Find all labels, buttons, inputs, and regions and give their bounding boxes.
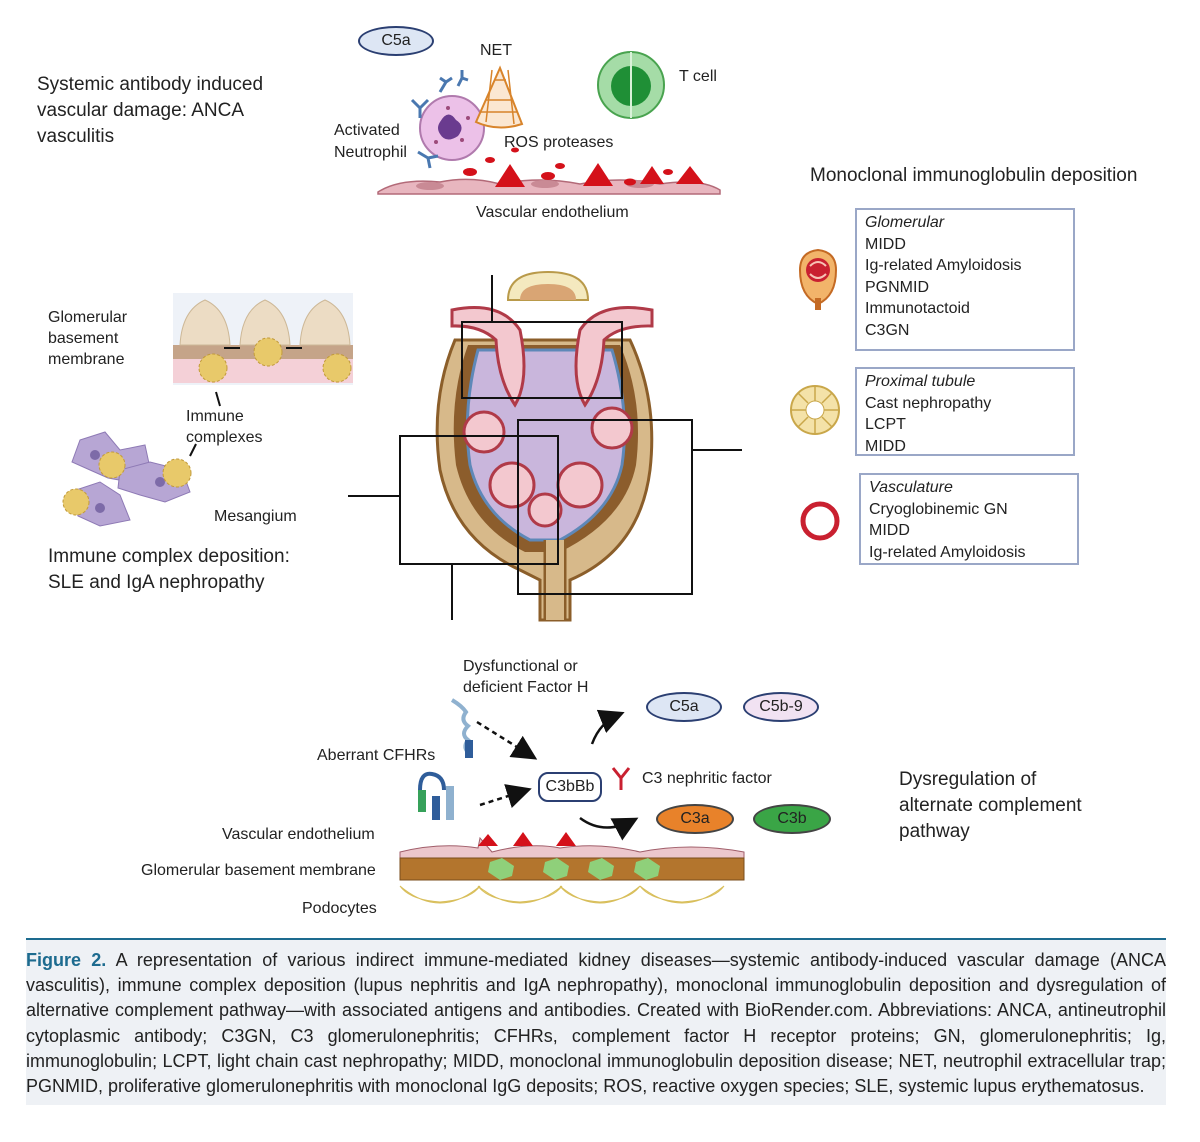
proximal-tubule-item: Cast nephropathy: [865, 394, 992, 412]
gbm-label-3: membrane: [48, 351, 125, 368]
immune-complexes-label-1: Immune: [186, 408, 244, 425]
proximal-tubule-header: Proximal tubule: [865, 373, 976, 390]
factor-h-label-2: deficient Factor H: [463, 679, 589, 696]
gbm-illustration: [173, 293, 353, 385]
caption-text: A representation of various indirect imm…: [26, 950, 1166, 1097]
ros-proteases-label: ROS proteases: [504, 134, 614, 151]
vascular-endothelium-label-top: Vascular endothelium: [476, 204, 629, 221]
gbm-label-bottom: Glomerular basement membrane: [141, 862, 376, 879]
glomerular-item: C3GN: [865, 321, 910, 339]
factor-h-icon: [450, 698, 473, 758]
anca-heading-3: vasculitis: [37, 126, 115, 147]
c3a-badge: C3a: [656, 804, 734, 834]
glomerular-item: Immunotactoid: [865, 300, 970, 317]
anca-heading-1: Systemic antibody induced: [37, 74, 264, 95]
cfhr-icon: [418, 771, 454, 820]
caption-paragraph: Figure 2. A representation of various in…: [26, 948, 1166, 1099]
vascular-endothelium-label-bottom: Vascular endothelium: [222, 826, 375, 843]
immune-heading-1: Immune complex deposition:: [48, 546, 290, 567]
c5a-badge-top: C5a: [358, 26, 434, 56]
factor-h-label-1: Dysfunctional or: [463, 658, 578, 675]
proximal-tubule-item: MIDD: [865, 437, 906, 455]
proximal-tubule-box: Proximal tubule Cast nephropathy LCPT MI…: [855, 367, 1075, 456]
complement-heading-3: pathway: [899, 821, 970, 842]
complement-heading-2: alternate complement: [899, 795, 1082, 816]
monoclonal-heading: Monoclonal immunoglobulin deposition: [810, 165, 1138, 186]
podocytes-label: Podocytes: [302, 900, 377, 917]
mesangium-illustration: [62, 431, 192, 527]
c3bbb-badge: C3bBb: [538, 772, 602, 802]
glomerular-box: Glomerular MIDD Ig-related Amyloidosis P…: [855, 208, 1075, 351]
glomerular-item: MIDD: [865, 235, 906, 253]
net-label: NET: [480, 42, 512, 59]
t-cell-icon: [597, 51, 665, 119]
immune-complexes-label-2: complexes: [186, 429, 263, 446]
activated-neutrophil-label-2: Neutrophil: [334, 144, 407, 161]
anca-vessel-illustration: [377, 147, 721, 195]
vasculature-header: Vasculature: [869, 479, 953, 496]
c5a-badge-bottom: C5a: [646, 692, 722, 722]
glomerular-item: PGNMID: [865, 278, 929, 296]
vessel-ring-icon: [800, 501, 840, 541]
aberrant-cfhrs-label: Aberrant CFHRs: [317, 747, 436, 764]
figure-caption: Figure 2. A representation of various in…: [26, 938, 1166, 1106]
proximal-tubule-item: LCPT: [865, 416, 906, 433]
proximal-tubule-icon: [790, 385, 840, 435]
glomerular-item: Ig-related Amyloidosis: [865, 257, 1022, 274]
glomerulus-mini-icon: [798, 248, 838, 310]
activated-neutrophil-label-1: Activated: [334, 122, 400, 139]
complement-heading-1: Dysregulation of: [899, 769, 1037, 790]
mesangium-label: Mesangium: [214, 508, 297, 525]
complement-arrows: [476, 709, 639, 841]
vasculature-item: Cryoglobinemic GN: [869, 500, 1008, 518]
t-cell-label: T cell: [679, 68, 717, 85]
gbm-label-1: Glomerular: [48, 309, 128, 326]
c3b-badge: C3b: [753, 804, 831, 834]
zoom-frames: [189, 275, 742, 620]
net-icon: [474, 65, 524, 129]
activated-neutrophil-icon: [410, 70, 485, 169]
vasculature-item: Ig-related Amyloidosis: [869, 543, 1026, 561]
immune-heading-2: SLE and IgA nephropathy: [48, 572, 265, 593]
membrane-layers: [399, 832, 745, 904]
gbm-label-2: basement: [48, 330, 119, 347]
c3-nephritic-factor-icon: [611, 767, 631, 790]
glomerulus-illustration: [435, 270, 654, 622]
c5b9-badge: C5b-9: [743, 692, 819, 722]
glomerular-header: Glomerular: [865, 214, 945, 231]
vasculature-item: MIDD: [869, 522, 910, 539]
caption-figure-label: Figure 2.: [26, 950, 107, 970]
c3-nephritic-factor-label: C3 nephritic factor: [642, 770, 772, 787]
anca-heading-2: vascular damage: ANCA: [37, 100, 244, 121]
vasculature-box: Vasculature Cryoglobinemic GN MIDD Ig-re…: [859, 473, 1079, 565]
